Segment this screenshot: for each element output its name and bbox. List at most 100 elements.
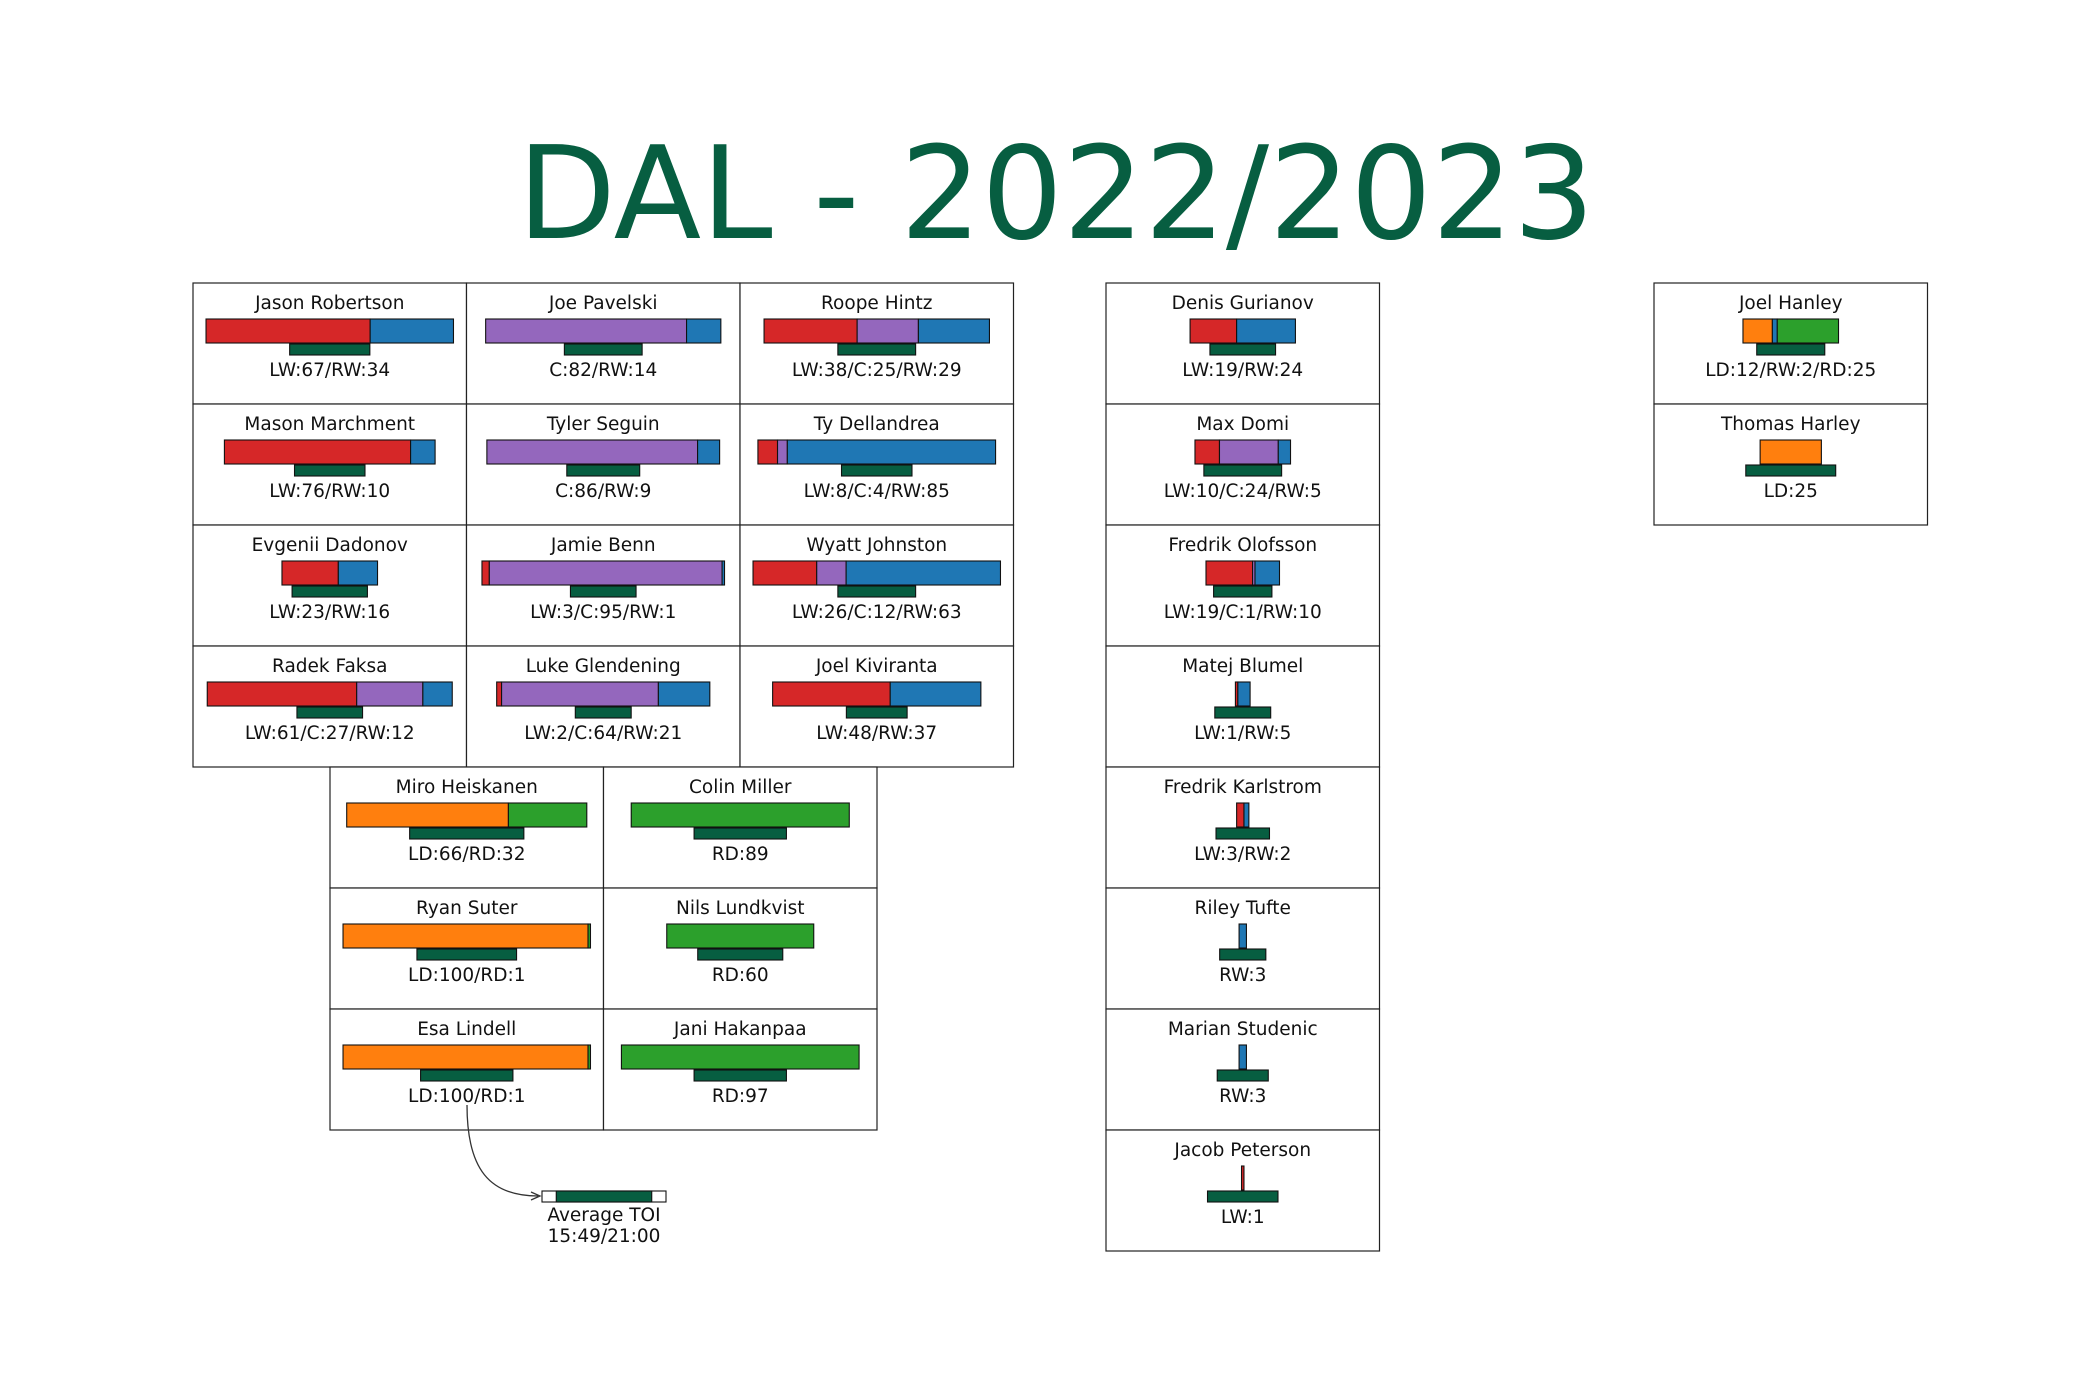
games-bar-rw [1236, 318, 1296, 344]
games-bar-lw [281, 560, 339, 586]
toi-bar [1209, 343, 1277, 356]
games-bar-rd [666, 923, 815, 949]
toi-bar [693, 1069, 787, 1082]
games-bar-c [356, 681, 424, 707]
games-bar-c [776, 439, 788, 465]
games-bar-rw [422, 681, 453, 707]
games-bar-c [816, 560, 847, 586]
position-games-label: LW:3/C:95/RW:1 [530, 602, 676, 623]
player-name: Joel Hanley [1738, 293, 1843, 314]
player-name: Roope Hintz [821, 293, 932, 314]
player-name: Jani Hakanpaa [673, 1019, 807, 1040]
position-games-label: LD:12/RW:2/RD:25 [1705, 360, 1876, 381]
player-name: Fredrik Olofsson [1168, 535, 1317, 556]
toi-bar [1206, 1190, 1279, 1203]
position-games-label: LW:76/RW:10 [269, 481, 390, 502]
legend-connector [466, 1104, 539, 1197]
position-games-label: LD:100/RD:1 [408, 1086, 525, 1107]
player-name: Jamie Benn [550, 535, 656, 556]
player-name: Tyler Seguin [546, 414, 660, 435]
games-bar-lw [1236, 802, 1245, 828]
games-bar-c [856, 318, 919, 344]
games-bar-rw [685, 318, 722, 344]
toi-bar [1213, 585, 1273, 598]
player-name: Fredrik Karlstrom [1164, 777, 1322, 798]
position-games-label: LW:38/C:25/RW:29 [792, 360, 962, 381]
toi-bar [1216, 1069, 1269, 1082]
player-name: Colin Miller [689, 777, 792, 798]
position-games-label: LW:1 [1221, 1207, 1265, 1228]
games-bar-rd [587, 923, 592, 949]
legend-arrowhead [530, 1191, 542, 1201]
toi-bar [693, 827, 787, 840]
position-games-label: RD:60 [712, 965, 769, 986]
position-games-label: LW:10/C:24/RW:5 [1164, 481, 1322, 502]
player-name: Mason Marchment [244, 414, 415, 435]
games-bar-c [485, 318, 688, 344]
toi-bar [566, 464, 641, 477]
games-bar-rd [620, 1044, 860, 1070]
games-bar-lw [1194, 439, 1221, 465]
games-bar-lw [1205, 560, 1254, 586]
games-bar-ld [1759, 439, 1822, 465]
games-bar-rd [587, 1044, 592, 1070]
toi-bar [569, 585, 637, 598]
toi-bar [291, 585, 368, 598]
games-bar-rw [410, 439, 436, 465]
player-name: Evgenii Dadonov [252, 535, 408, 556]
position-games-label: LW:67/RW:34 [269, 360, 390, 381]
player-name: Thomas Harley [1720, 414, 1861, 435]
games-bar-rw [1277, 439, 1292, 465]
player-name: Joel Kiviranta [815, 656, 938, 677]
games-bar-c [486, 439, 699, 465]
games-bar-rw [697, 439, 721, 465]
player-name: Wyatt Johnston [806, 535, 947, 556]
toi-bar [416, 948, 518, 961]
player-name: Luke Glendening [526, 656, 681, 677]
toi-bar [409, 827, 525, 840]
toi-bar [1745, 464, 1837, 477]
toi-bar [1203, 464, 1283, 477]
toi-bar [563, 343, 643, 356]
games-bar-rw [917, 318, 991, 344]
games-bar-ld [342, 1044, 589, 1070]
position-games-label: LW:19/C:1/RW:10 [1164, 602, 1322, 623]
position-games-label: LD:100/RD:1 [408, 965, 525, 986]
toi-bar [1214, 706, 1272, 719]
games-bar-rd [630, 802, 850, 828]
position-games-label: LW:2/C:64/RW:21 [524, 723, 682, 744]
games-bar-lw [206, 681, 358, 707]
toi-bar [845, 706, 908, 719]
games-bar-rw [889, 681, 982, 707]
position-games-label: LW:23/RW:16 [269, 602, 390, 623]
position-games-label: LW:8/C:4/RW:85 [804, 481, 950, 502]
player-name: Matej Blumel [1182, 656, 1303, 677]
games-bar-lw [496, 681, 503, 707]
games-bar-lw [481, 560, 490, 586]
player-name: Nils Lundkvist [676, 898, 805, 919]
player-name: Max Domi [1196, 414, 1289, 435]
player-name: Ryan Suter [416, 898, 518, 919]
chart-title: DAL - 2022/2023 [517, 120, 1594, 269]
toi-bar [837, 585, 917, 598]
player-name: Joe Pavelski [548, 293, 658, 314]
